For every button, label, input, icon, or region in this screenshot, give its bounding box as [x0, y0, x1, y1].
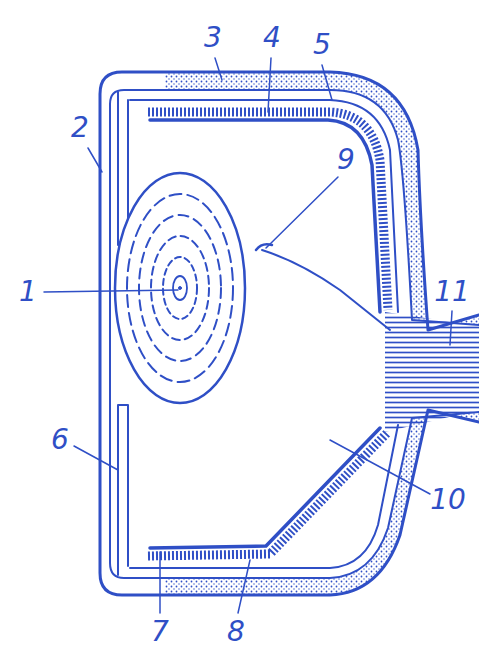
- callout-number: 9: [335, 145, 357, 175]
- callout-number: 10: [428, 485, 468, 515]
- callout-number: 7: [149, 617, 171, 647]
- callout-number: 4: [261, 23, 283, 53]
- callout-number: 1: [17, 277, 39, 307]
- callout-number: 5: [311, 30, 333, 60]
- callout-number: 11: [432, 277, 472, 307]
- callout-number: 3: [202, 23, 224, 53]
- callout-number: 2: [69, 113, 91, 143]
- callout-number: 8: [225, 617, 247, 647]
- callout-number: 6: [49, 425, 71, 455]
